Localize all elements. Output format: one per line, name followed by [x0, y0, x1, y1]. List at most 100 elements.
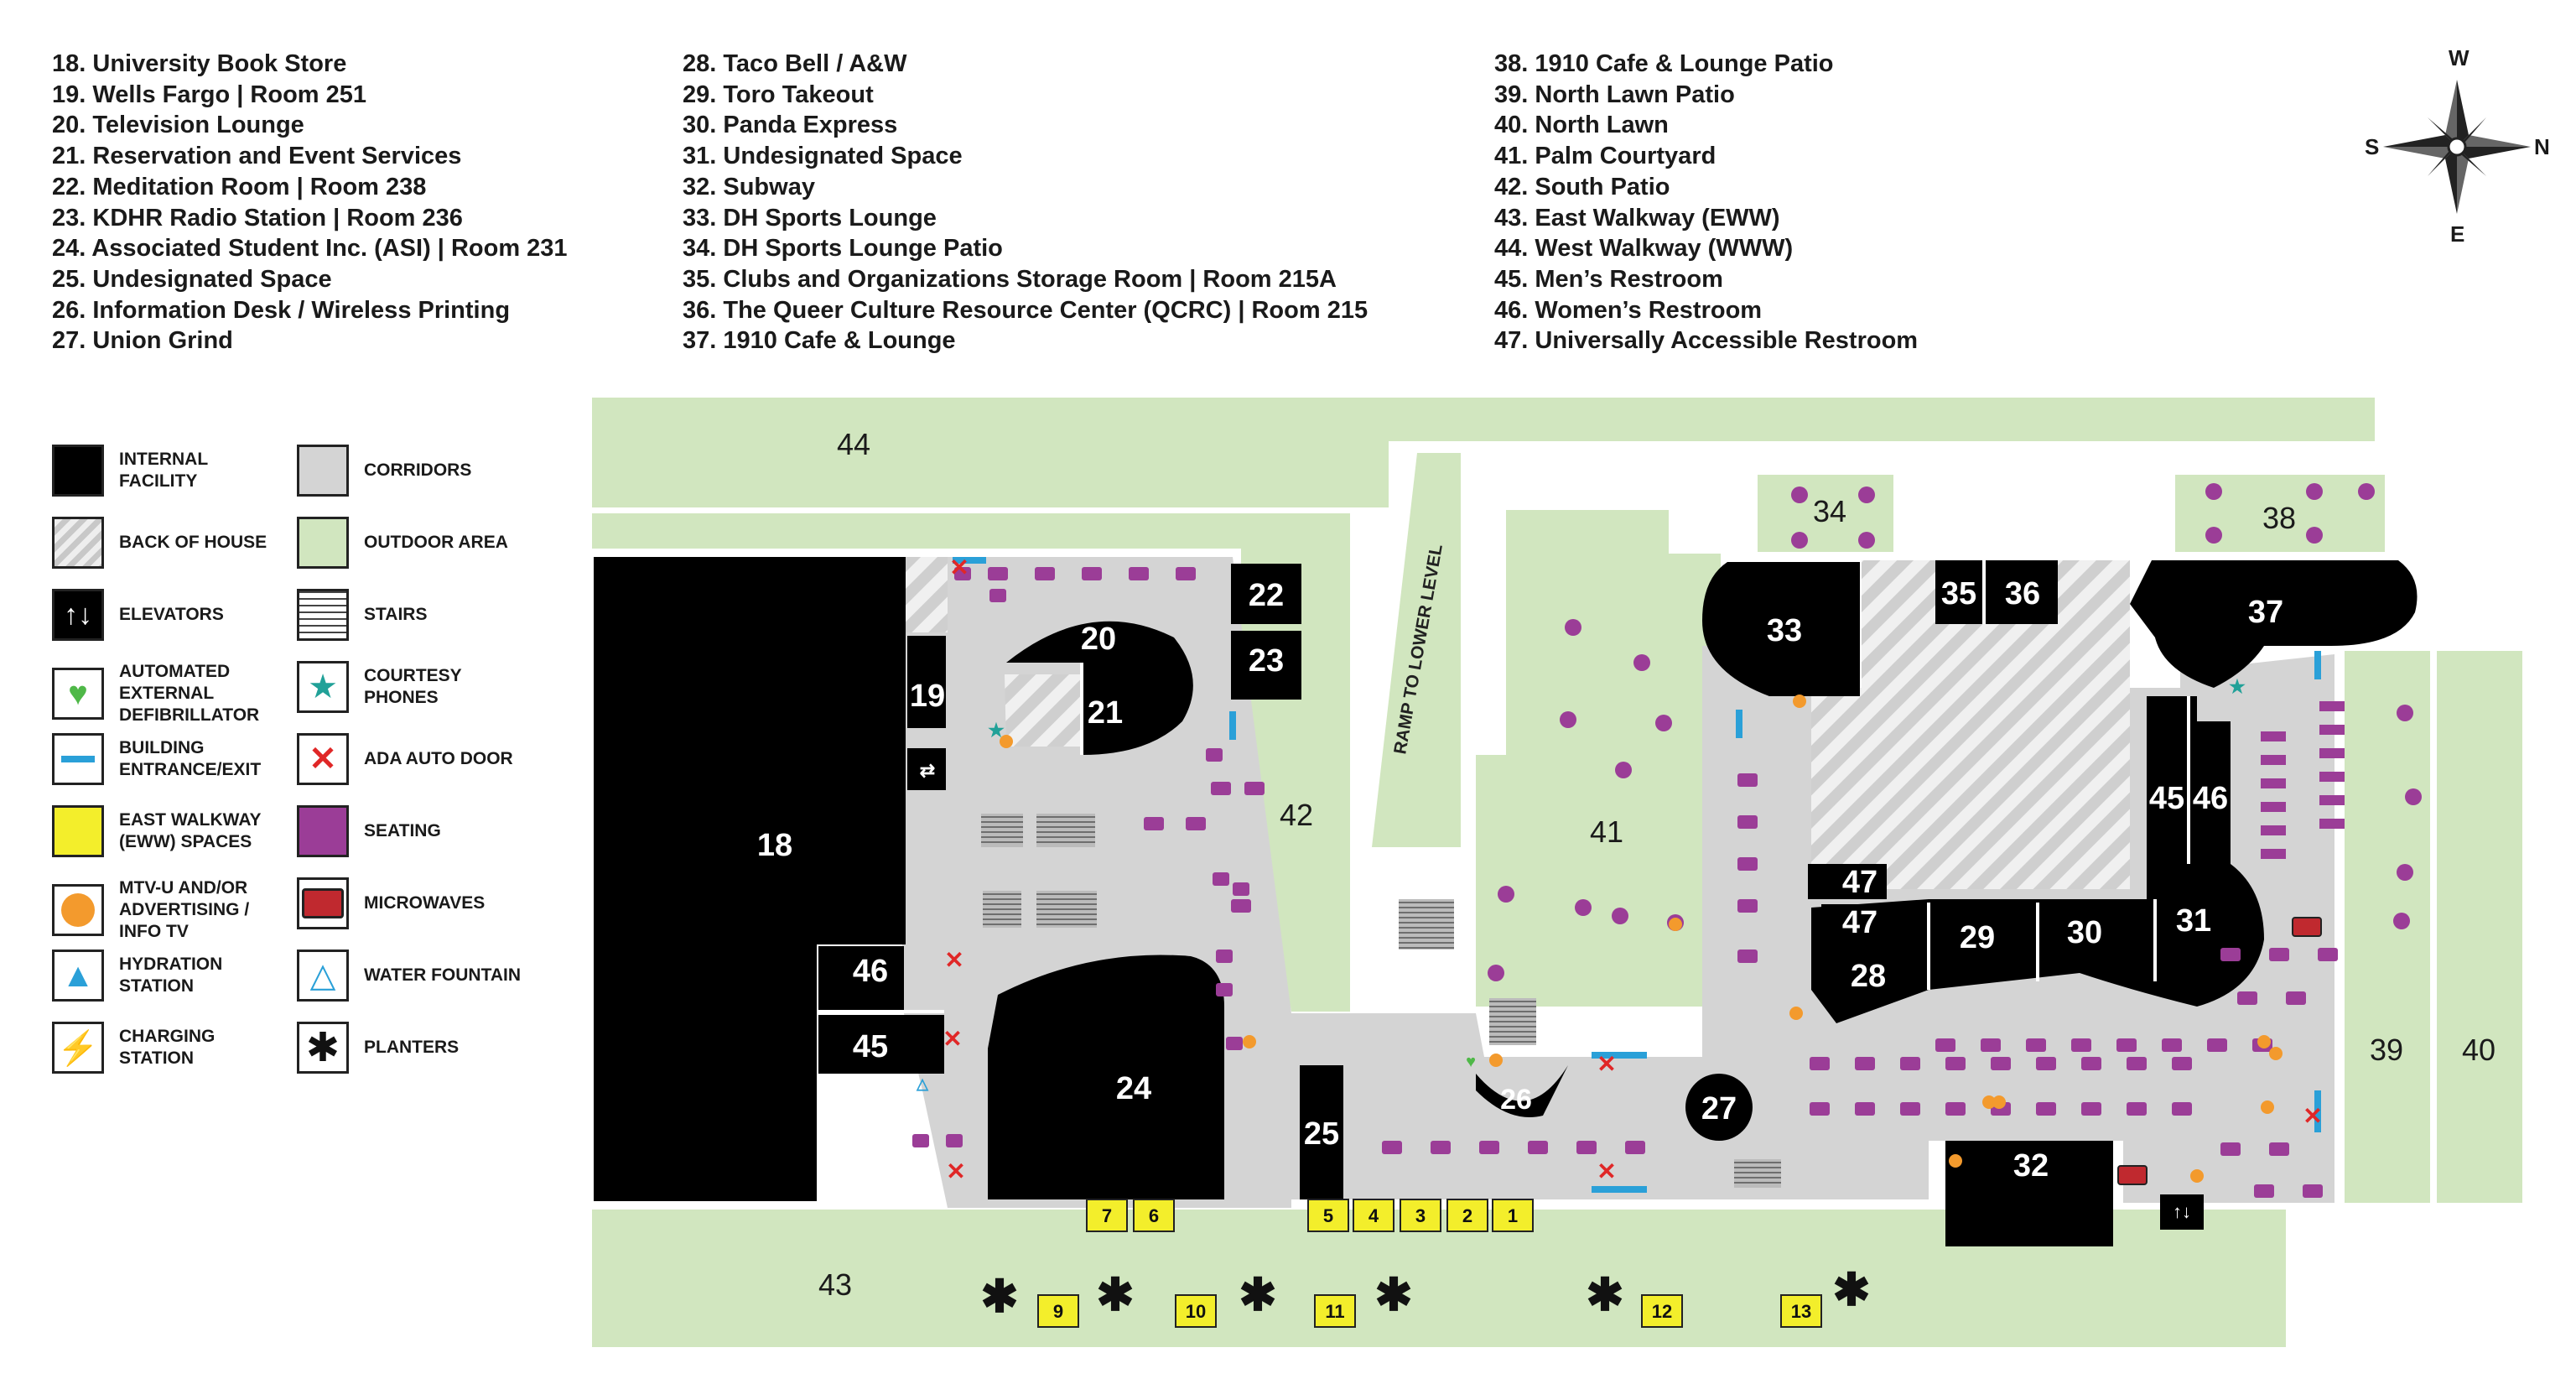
seating-table — [2318, 948, 2338, 961]
outdoor-label-39: 39 — [2370, 1033, 2403, 1067]
directory-item: 29. Toro Takeout — [683, 81, 874, 108]
legend-label: ELEVATORS — [119, 605, 224, 624]
legend-label: EAST WALKWAY (EWW) SPACES — [119, 810, 262, 851]
seating-table — [2303, 1184, 2323, 1198]
outdoor-label-41: 41 — [1590, 814, 1623, 849]
eww-space-label: 13 — [1791, 1301, 1811, 1322]
seating-chair — [1213, 872, 1229, 886]
seating-dot — [2397, 705, 2413, 721]
eww-space-label: 7 — [1102, 1205, 1112, 1226]
directory-item: 41. Palm Courtyard — [1494, 143, 1716, 170]
microwave-icon — [2292, 917, 2322, 937]
room-label-47-bottom: 47 — [1842, 905, 1877, 940]
legend-corridors: CORRIDORS — [297, 445, 523, 497]
seating-table — [1900, 1102, 1920, 1116]
seating-dot — [1858, 532, 1875, 549]
room-47-top — [1808, 864, 1887, 899]
eww-space-label: 11 — [1325, 1301, 1344, 1322]
seating-bench — [2261, 825, 2286, 835]
seating-dot — [1791, 532, 1808, 549]
seating-table — [2036, 1057, 2056, 1070]
room-label-29: 29 — [1960, 920, 1995, 955]
seating-table — [1382, 1141, 1402, 1154]
planter-icon: ✱ — [297, 1022, 349, 1074]
seating-table — [1035, 567, 1055, 580]
legend-label: MTV-U AND/OR ADVERTISING / INFO TV — [119, 878, 250, 941]
eww-space-1: 1 — [1492, 1199, 1534, 1232]
internal-facilities — [594, 557, 2418, 1246]
seating-table — [1737, 815, 1758, 829]
seating-chair — [954, 567, 971, 580]
seating-dot — [1575, 899, 1592, 916]
directory-item: 27. Union Grind — [52, 327, 233, 355]
room-labels: 18 19 20 21 22 23 24 25 26 27 28 29 30 3… — [757, 576, 2283, 1184]
legend-charging: ⚡ CHARGING STATION — [52, 1022, 278, 1074]
elevator-32 — [2160, 1194, 2204, 1230]
seating-table — [1945, 1057, 1966, 1070]
room-20-21 — [1006, 621, 1193, 755]
seating-dot — [2306, 483, 2323, 500]
seating-table — [2254, 1184, 2274, 1198]
seating-bench — [2319, 772, 2345, 782]
elevator-icon: ↑↓ — [52, 589, 104, 641]
seating-table — [1855, 1057, 1875, 1070]
legend-courtesy-phones: ★ COURTESY PHONES — [297, 661, 523, 713]
seating-table — [2269, 948, 2289, 961]
eww-space-10: 10 — [1175, 1294, 1217, 1328]
mtvu-dot — [2261, 1100, 2274, 1114]
seating-table — [1082, 567, 1102, 580]
room-19 — [907, 636, 946, 728]
planter-icon: ✱ — [1096, 1270, 1134, 1320]
eww-space-4: 4 — [1353, 1199, 1394, 1232]
mtvu-dot — [2269, 1047, 2283, 1060]
legend-label: STAIRS — [364, 605, 428, 624]
seating-table — [1576, 1141, 1597, 1154]
eww-space-6: 6 — [1133, 1199, 1175, 1232]
seating-table — [2081, 1057, 2101, 1070]
room-label-21: 21 — [1088, 695, 1123, 731]
room-label-32: 32 — [2013, 1148, 2049, 1184]
legend-seating: SEATING — [297, 805, 523, 857]
outdoor-swatch — [297, 517, 349, 569]
room-33 — [1702, 562, 1860, 696]
seating-dot — [2306, 527, 2323, 544]
seating-table — [1231, 899, 1251, 913]
room-25 — [1300, 1065, 1343, 1199]
compass-rose-icon — [2383, 80, 2531, 214]
seating-dot — [1498, 886, 1514, 903]
legend-label: SEATING — [364, 821, 441, 840]
ada-door-icon: ✕ — [943, 1026, 962, 1052]
room-label-47-top: 47 — [1842, 865, 1877, 900]
seating-bench — [2261, 778, 2286, 788]
seating-table — [2220, 948, 2241, 961]
ada-door-icon: ✕ — [949, 554, 969, 580]
microwave-icon — [297, 877, 349, 929]
seating-dot — [1858, 486, 1875, 503]
seating-table — [1737, 857, 1758, 871]
seating-bench — [2261, 731, 2286, 741]
seating-dot — [1655, 715, 1672, 731]
seating-dot — [2393, 913, 2410, 929]
legend-aed: ♥ AUTOMATED EXTERNAL DEFIBRILLATOR — [52, 661, 278, 726]
entrance-marker — [1229, 711, 1236, 740]
stairs-icon — [981, 814, 1023, 847]
seating-bench — [2319, 819, 2345, 829]
seating-chair — [1216, 950, 1233, 963]
seating-table — [2286, 991, 2306, 1005]
dividers — [818, 560, 2190, 1013]
mtvu-dot — [1949, 1154, 1962, 1168]
outdoor-label-44: 44 — [837, 427, 870, 461]
stairs-icon — [1036, 814, 1095, 847]
seating-bench — [2261, 802, 2286, 812]
ada-door-icon: ✕ — [2303, 1103, 2322, 1129]
mtvu-dot — [1489, 1054, 1503, 1067]
seating-layer — [912, 483, 2422, 1198]
directory-item: 47. Universally Accessible Restroom — [1494, 327, 1919, 355]
room-label-46-west: 46 — [853, 954, 888, 989]
seating-table — [2220, 1142, 2241, 1156]
room-label-45-west: 45 — [853, 1029, 888, 1064]
seating-dot — [2205, 527, 2222, 544]
seating-dot — [2205, 483, 2222, 500]
seating-dot — [2358, 483, 2375, 500]
